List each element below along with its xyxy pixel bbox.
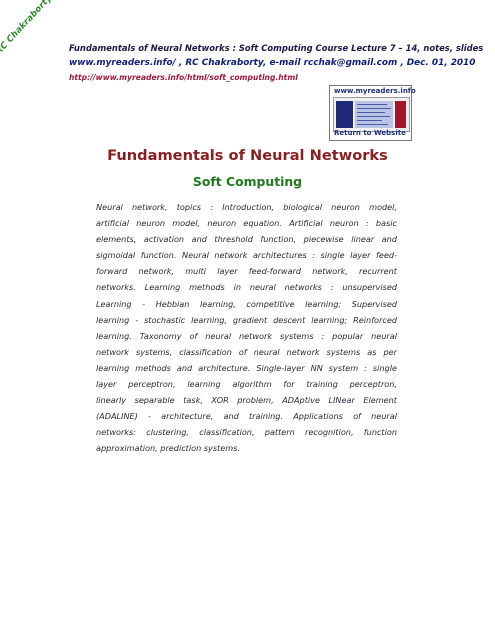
preview-content	[355, 101, 393, 128]
abstract-line: elements, activation and threshold funct…	[96, 234, 397, 245]
abstract-line: approximation, prediction systems.	[96, 443, 241, 454]
abstract-line: layer perceptron, learning algorithm for…	[96, 379, 397, 390]
abstract-line: (ADALINE) - architecture, and training. …	[96, 411, 397, 422]
preview-banner	[395, 101, 406, 128]
abstract-line: forward network, multi layer feed-forwar…	[96, 266, 397, 277]
abstract-line: networks. Learning methods in neural net…	[96, 282, 397, 293]
return-to-website-button[interactable]: Return to Website	[334, 129, 406, 137]
abstract-line: learning methods and architecture. Singl…	[96, 362, 397, 373]
header-author-line: www.myreaders.info/ , RC Chakraborty, e-…	[69, 58, 476, 68]
page-title: Fundamentals of Neural Networks	[107, 147, 388, 164]
abstract-line: learning - stochastic learning, gradient…	[96, 314, 397, 325]
header-url-link[interactable]: http://www.myreaders.info/html/soft_comp…	[69, 73, 298, 82]
abstract-paragraph: Neural network, topics : Introduction, b…	[96, 199, 397, 457]
thumbnail-title: www.myreaders.info	[334, 87, 416, 95]
abstract-line: sigmoidal function. Neural network archi…	[96, 250, 397, 261]
abstract-line: learning. Taxonomy of neural network sys…	[96, 330, 397, 341]
page-subtitle: Soft Computing	[192, 174, 303, 189]
abstract-line: artificial neuron model, neuron equation…	[96, 218, 397, 229]
preview-sidebar	[336, 101, 353, 128]
abstract-line: linearly separable task, XOR problem, AD…	[96, 395, 397, 406]
abstract-line: network systems, classification of neura…	[96, 346, 397, 357]
header-course-line: Fundamentals of Neural Networks : Soft C…	[69, 43, 484, 53]
website-thumbnail[interactable]: www.myreaders.info Return to Website	[329, 85, 416, 141]
abstract-line: Learning - Hebbian learning, competitive…	[96, 298, 397, 309]
abstract-line: Neural network, topics : Introduction, b…	[96, 202, 397, 212]
abstract-line: networks: clustering, classification, pa…	[96, 427, 397, 438]
website-preview-image	[333, 97, 410, 132]
